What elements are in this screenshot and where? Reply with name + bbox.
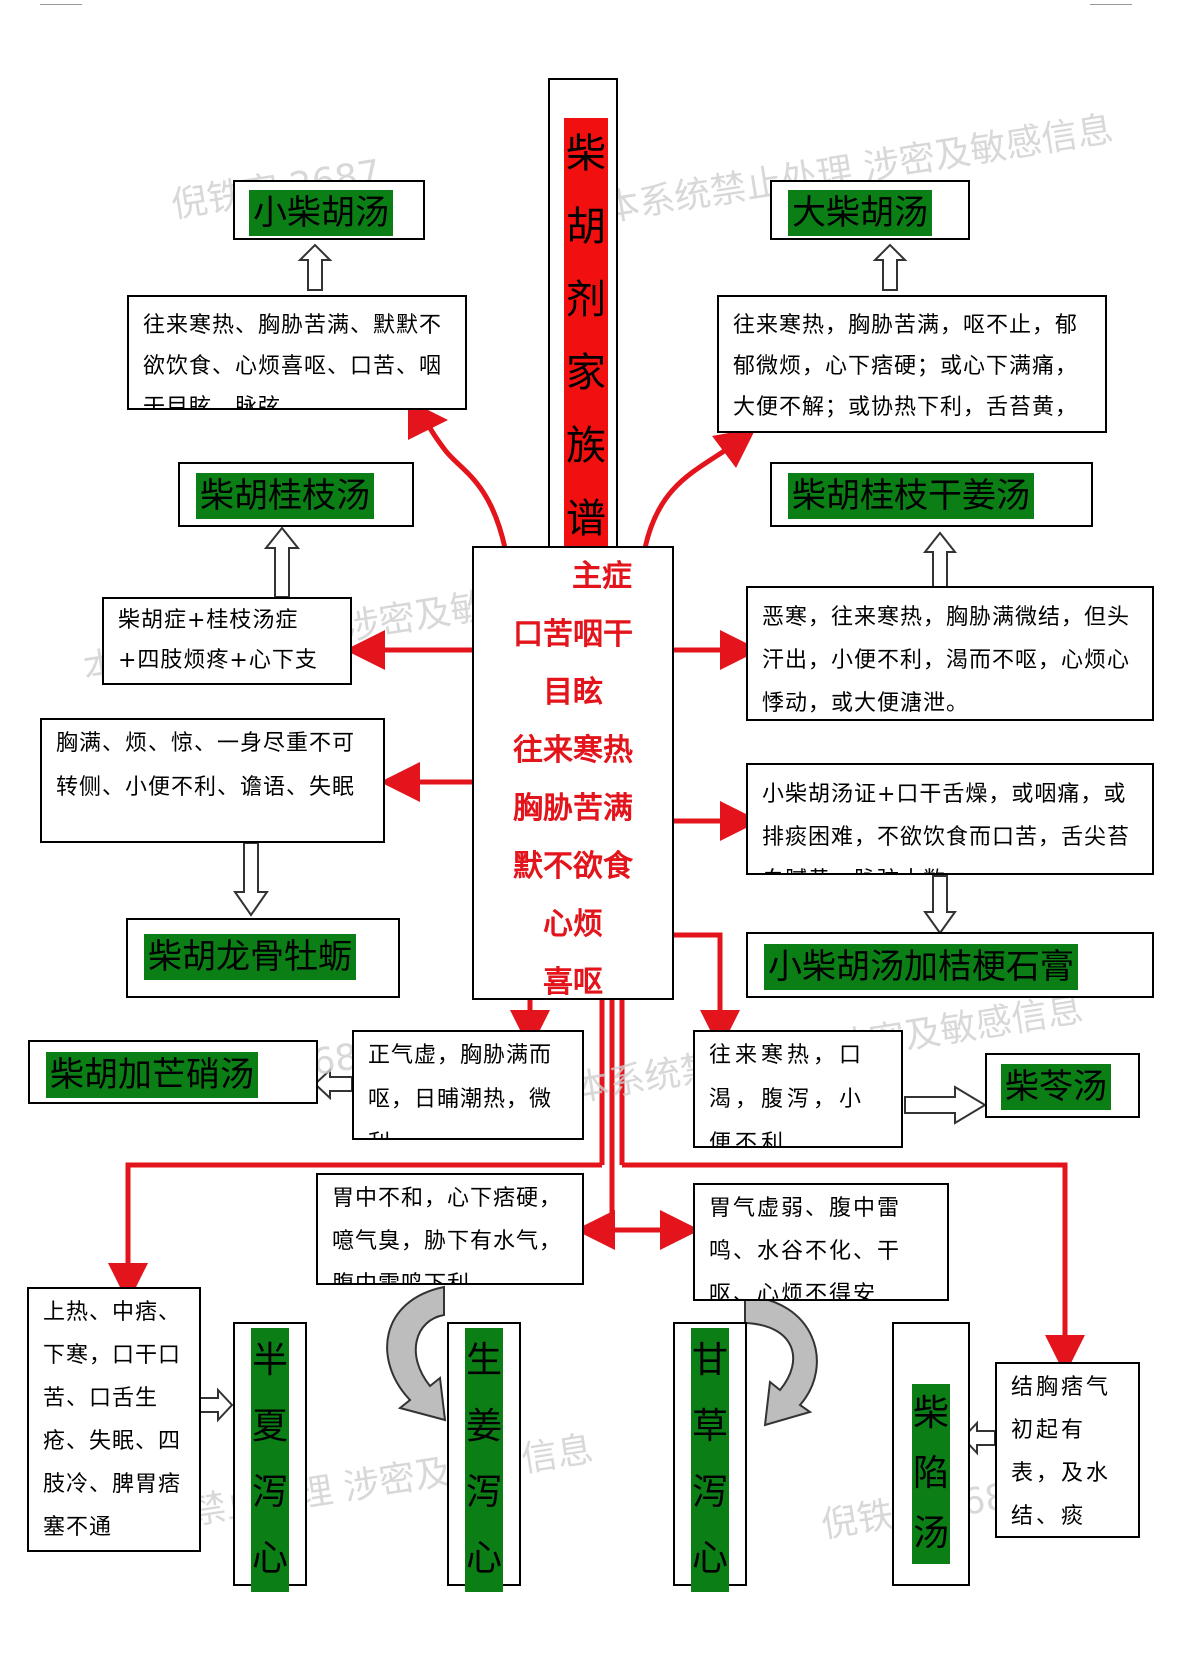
formula-chaihu-longgu: 柴胡龙骨牡蛎	[126, 918, 400, 998]
desc-gancao-xiexin: 胃气虚弱、腹中雷鸣、水谷不化、干呕、心烦不得安	[693, 1183, 949, 1301]
formula-name: 柴苓汤	[1001, 1064, 1111, 1110]
arrow-to-da-chaihu	[642, 428, 757, 549]
formula-chai-ling: 柴苓汤	[985, 1053, 1140, 1118]
corner-mark-left	[40, 0, 82, 5]
formula-gancao-xiexin: 甘草泻心	[673, 1322, 747, 1592]
hollow-arrow-up-ganjiang	[922, 531, 958, 589]
symptom-line: 心烦	[543, 907, 603, 942]
page-title: 柴胡剂家族谱	[564, 118, 608, 548]
formula-chaihu-mangxiao: 柴胡加芒硝汤	[28, 1040, 318, 1104]
desc-chaihu-guizhi: 柴胡症+桂枝汤症+四肢烦疼+心下支结	[102, 597, 352, 685]
desc-chai-ling: 往来寒热，口渴，腹泻，小便不利	[693, 1030, 903, 1148]
formula-chai-xian: 柴陷汤	[892, 1322, 970, 1586]
hollow-arrow-down-jiegeng	[923, 875, 957, 935]
formula-name: 甘草泻心	[691, 1328, 729, 1592]
symptom-line: 目眩	[543, 675, 603, 710]
hollow-arrow-up-da	[872, 243, 908, 291]
hollow-arrow-down-longgu	[233, 842, 269, 917]
curved-arrow-to-gancao	[744, 1294, 818, 1427]
symptom-line: 喜呕	[543, 965, 603, 1000]
hollow-arrow-up-xiao	[297, 243, 333, 291]
formula-chaihu-guizhi-ganjiang: 柴胡桂枝干姜汤	[770, 462, 1093, 527]
arrow-to-banxia	[108, 1162, 602, 1303]
hollow-arrow-left-mangxiao	[313, 1067, 353, 1101]
arrow-to-chai-ling	[674, 932, 740, 1050]
symptom-line: 往来寒热	[513, 733, 633, 768]
desc-xiao-chaihu-jiegeng: 小柴胡汤证+口干舌燥，或咽痛，或排痰困难，不欲饮食而口苦，舌尖苔白腻黄，脉弦大数	[746, 763, 1154, 875]
formula-name: 生姜泻心	[465, 1328, 503, 1592]
formula-name: 小柴胡汤加桔梗石膏	[764, 944, 1078, 990]
formula-shengjiang-xiexin: 生姜泻心	[447, 1322, 521, 1592]
formula-name: 半夏泻心	[251, 1328, 289, 1592]
desc-shengjiang-xiexin: 胃中不和，心下痞硬，噫气臭，胁下有水气，腹中雷鸣下利	[316, 1173, 584, 1285]
desc-xiao-chaihu: 往来寒热、胸胁苦满、默默不欲饮食、心烦喜呕、口苦、咽干目眩、脉弦	[127, 295, 467, 410]
symptom-line: 口苦咽干	[513, 617, 633, 652]
formula-name: 柴陷汤	[912, 1384, 950, 1564]
desc-chaihu-guizhi-ganjiang: 恶寒，往来寒热，胸胁满微结，但头汗出，小便不利，渴而不呕，心烦心悸动，或大便溏泄…	[746, 586, 1154, 721]
formula-name: 柴胡桂枝汤	[196, 473, 374, 519]
formula-chaihu-guizhi: 柴胡桂枝汤	[178, 462, 414, 527]
desc-chaihu-longgu: 胸满、烦、惊、一身尽重不可转侧、小便不利、谵语、失眠	[40, 718, 385, 843]
curved-arrow-to-shengjiang	[386, 1285, 447, 1422]
hollow-arrow-right-chailing	[904, 1085, 987, 1125]
desc-chai-xian: 结胸痞气初起有表，及水结、痰结、	[995, 1362, 1140, 1538]
desc-banxia-xiexin: 上热、中痞、下寒，口干口苦、口舌生疮、失眠、四肢冷、脾胃痞塞不通	[27, 1287, 201, 1552]
hollow-arrow-left-chaixian	[961, 1420, 996, 1456]
symptom-line: 胸胁苦满	[513, 791, 633, 826]
formula-name: 小柴胡汤	[249, 190, 393, 236]
formula-banxia-xiexin: 半夏泻心	[233, 1322, 307, 1592]
hollow-arrow-up-guizhi	[263, 526, 301, 598]
desc-chaihu-mangxiao: 正气虚，胸胁满而呕，日晡潮热，微利	[352, 1030, 584, 1140]
formula-name: 柴胡加芒硝汤	[46, 1052, 258, 1098]
symptom-heading: 主症	[572, 559, 632, 594]
formula-xiao-chaihu: 小柴胡汤	[233, 180, 425, 240]
corner-mark-right	[1090, 0, 1132, 5]
arrow-to-xiao-chaihu	[407, 400, 508, 549]
formula-name: 柴胡龙骨牡蛎	[144, 934, 356, 980]
formula-name: 大柴胡汤	[788, 190, 932, 236]
desc-da-chaihu: 往来寒热，胸胁苦满，呕不止，郁郁微烦，心下痞硬；或心下满痛，大便不解；或协热下利…	[717, 295, 1107, 433]
formula-name: 柴胡桂枝干姜汤	[788, 473, 1034, 519]
symptom-line: 默不欲食	[513, 849, 633, 884]
formula-da-chaihu: 大柴胡汤	[770, 180, 970, 240]
arrow-to-chai-xian	[622, 1162, 1085, 1375]
hollow-arrow-right-banxia	[199, 1387, 234, 1423]
main-symptoms-box: 主症 口苦咽干 目眩 往来寒热 胸胁苦满 默不欲食 心烦 喜呕	[472, 546, 674, 1000]
formula-xiao-chaihu-jiegeng: 小柴胡汤加桔梗石膏	[746, 932, 1154, 998]
page-title-box: 柴胡剂家族谱	[548, 78, 618, 548]
